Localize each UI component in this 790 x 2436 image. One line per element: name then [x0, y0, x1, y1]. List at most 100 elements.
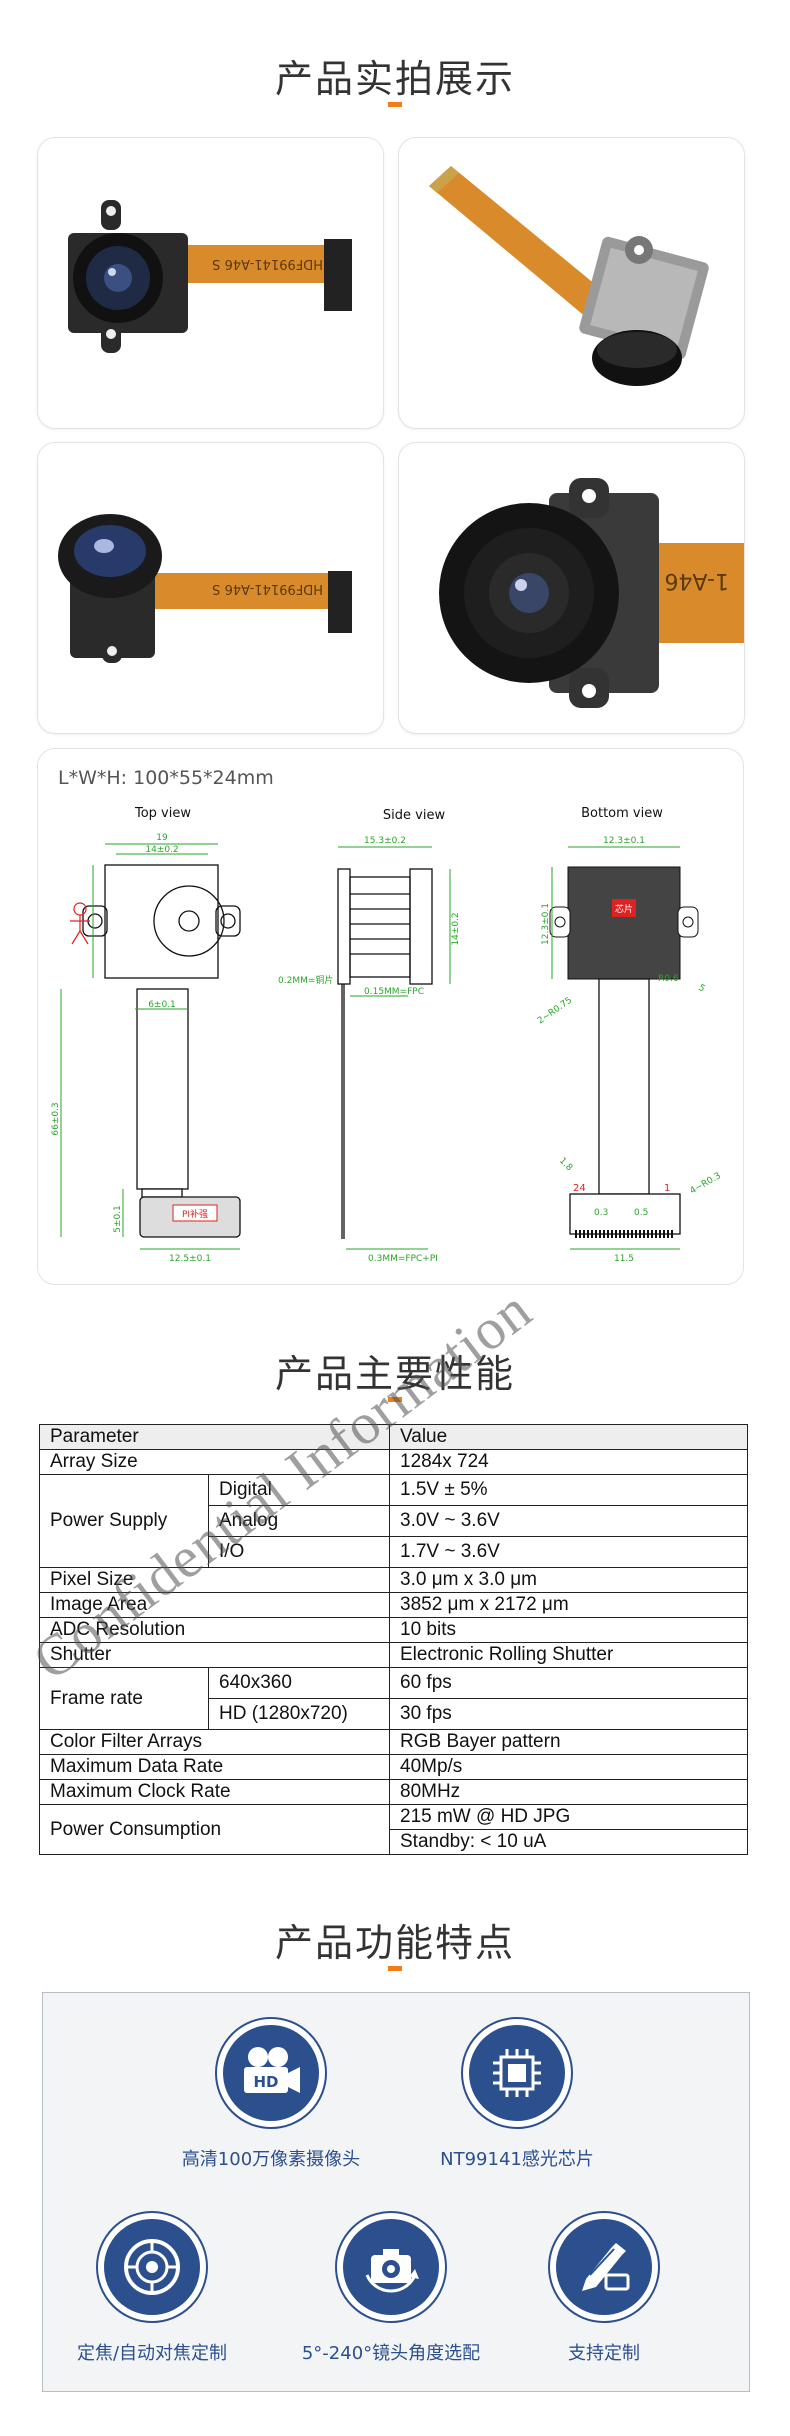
row-param: ADC Resolution [39, 1617, 390, 1643]
row-param: Array Size [39, 1449, 390, 1475]
view-label-side: Side view [383, 808, 446, 823]
camera-rotate-icon [343, 2219, 439, 2315]
row-param: Frame rate [39, 1667, 209, 1730]
performance-section-title: 产品主要性能 [274, 1352, 515, 1396]
camera-module-back-illustration [429, 166, 709, 386]
table-row: HD (1280x720) 30 fps [40, 1698, 748, 1730]
side-view-dim-lines [338, 846, 451, 1250]
table-row: I/O 1.7V ~ 3.6V [40, 1536, 748, 1568]
pin-1: 1 [664, 1183, 670, 1194]
dim-t02: 0.2MM=铜片 [278, 974, 333, 986]
flex-print-text: HDF99141-A46 S [212, 581, 323, 596]
row-sub: 640x360 [208, 1667, 390, 1699]
row-param: Power Consumption [39, 1804, 390, 1855]
dim-t015: 0.15MM=FPC [364, 987, 424, 997]
row-param: Color Filter Arrays [39, 1729, 390, 1755]
dim-flex6: 6±0.1 [148, 1000, 176, 1010]
photo-back-view [398, 137, 745, 429]
dim-05: 0.5 [634, 1208, 648, 1218]
dim-t03: 0.3MM=FPC+PI [368, 1254, 438, 1264]
row-value: 215 mW @ HD JPG [389, 1804, 748, 1830]
table-row: Maximum Clock Rate 80MHz [39, 1779, 748, 1805]
view-label-top: Top view [134, 806, 191, 821]
table-row: Standby: < 10 uA [40, 1829, 748, 1855]
row-sub: Analog [208, 1505, 390, 1537]
row-value: 1.5V ± 5% [389, 1474, 748, 1506]
warning-figure [70, 902, 90, 945]
row-value: 3852 μm x 2172 μm [389, 1592, 748, 1618]
dim-r04: 4~R0.3 [689, 1171, 723, 1197]
dim-123: 12.3±0.1 [603, 836, 645, 846]
features-section-title: 产品功能特点 [274, 1921, 515, 1965]
dim-r06: R0.6 [658, 974, 679, 984]
table-row: Color Filter Arrays RGB Bayer pattern [39, 1729, 748, 1755]
chip-label: 芯片 [615, 903, 633, 915]
technical-drawing: Top view Side view Bottom view PI补强 [51, 806, 723, 1264]
row-param: Image Area [39, 1592, 390, 1618]
row-param: Shutter [39, 1642, 390, 1668]
dim-h123: 12.3±0.1 [541, 903, 551, 945]
dim-14: 14±0.2 [145, 845, 178, 855]
table-row: Image Area 3852 μm x 2172 μm [39, 1592, 748, 1618]
table-row: Maximum Data Rate 40Mp/s [39, 1754, 748, 1780]
row-value: Electronic Rolling Shutter [389, 1642, 748, 1668]
row-value: 10 bits [389, 1617, 748, 1643]
feature-hd-camera: HD 高清100万像素摄像头 [161, 2017, 381, 2171]
row-value: Standby: < 10 uA [389, 1829, 748, 1855]
table-row: Shutter Electronic Rolling Shutter [39, 1642, 748, 1668]
table-header-row: Parameter Value [39, 1424, 748, 1450]
row-value: 30 fps [389, 1698, 748, 1730]
dim-len: 66±0.3 [51, 1102, 61, 1135]
top-view-dim-lines [60, 843, 240, 1250]
table-row: ADC Resolution 10 bits [39, 1617, 748, 1643]
row-value: RGB Bayer pattern [389, 1729, 748, 1755]
row-value: 1284x 724 [389, 1449, 748, 1475]
customize-pencil-icon [556, 2219, 652, 2315]
title-accent-bar [388, 1966, 402, 1971]
camera-module-side-illustration: HDF99141-A46 S [58, 514, 352, 663]
technical-drawing-card: L*W*H: 100*55*24mm Top view Side view Bo… [37, 748, 744, 1285]
header-param: Parameter [39, 1424, 390, 1450]
row-param: Pixel Size [39, 1567, 390, 1593]
dim-pad125: 12.5±0.1 [169, 1254, 211, 1264]
dim-h5: 5 [697, 983, 707, 995]
dim-153: 15.3±0.2 [364, 836, 406, 846]
flex-print-text: HDF99141-A46 S [212, 256, 323, 271]
svg-text:HD: HD [253, 2073, 278, 2091]
feature-label: 5°-240°镜头角度选配 [301, 2343, 481, 2364]
dim-l18: 1.8 [557, 1156, 574, 1173]
chip-icon [469, 2025, 565, 2121]
row-value: 1.7V ~ 3.6V [389, 1536, 748, 1568]
table-row: Pixel Size 3.0 μm x 3.0 μm [39, 1567, 748, 1593]
feature-customize: 支持定制 [494, 2211, 714, 2365]
feature-label: 支持定制 [568, 2343, 640, 2364]
top-view-outline [82, 864, 241, 1238]
row-value: 80MHz [389, 1779, 748, 1805]
photo-closeup-view: 1-A46 S [398, 442, 745, 734]
photos-section-title: 产品实拍展示 [274, 57, 515, 101]
table-row: Array Size 1284x 724 [39, 1449, 748, 1475]
bottom-view-dim-lines [551, 846, 680, 1250]
photo-side-view: HDF99141-A46 S [37, 442, 384, 734]
dim-19: 19 [156, 833, 168, 843]
bottom-view-outline: 芯片 [549, 866, 699, 1238]
feature-label: 定焦/自动对焦定制 [76, 2343, 228, 2364]
side-view-outline [337, 868, 433, 1239]
row-value: 3.0V ~ 3.6V [389, 1505, 748, 1537]
title-accent-bar [388, 1397, 402, 1402]
header-value: Value [389, 1424, 748, 1450]
dimensions-text: L*W*H: 100*55*24mm [58, 767, 274, 789]
spec-table: Parameter Value Array Size 1284x 724 Pow… [39, 1424, 748, 1855]
dim-115: 11.5 [614, 1254, 634, 1264]
table-row: Power Consumption 215 mW @ HD JPG [39, 1804, 748, 1855]
row-value: 3.0 μm x 3.0 μm [389, 1567, 748, 1593]
row-value: 60 fps [389, 1667, 748, 1699]
feature-label: 高清100万像素摄像头 [181, 2149, 361, 2170]
row-sub: Digital [208, 1474, 390, 1506]
feature-lens-focus: 定焦/自动对焦定制 [42, 2211, 262, 2365]
camera-module-front-illustration: HDF99141-A46 S [68, 200, 352, 353]
feature-camera-rotate: 5°-240°镜头角度选配 [281, 2211, 501, 2365]
table-row: Frame rate 640x360 60 fps [39, 1667, 748, 1730]
feature-label: NT99141感光芯片 [440, 2149, 594, 2170]
row-sub: I/O [208, 1536, 390, 1568]
